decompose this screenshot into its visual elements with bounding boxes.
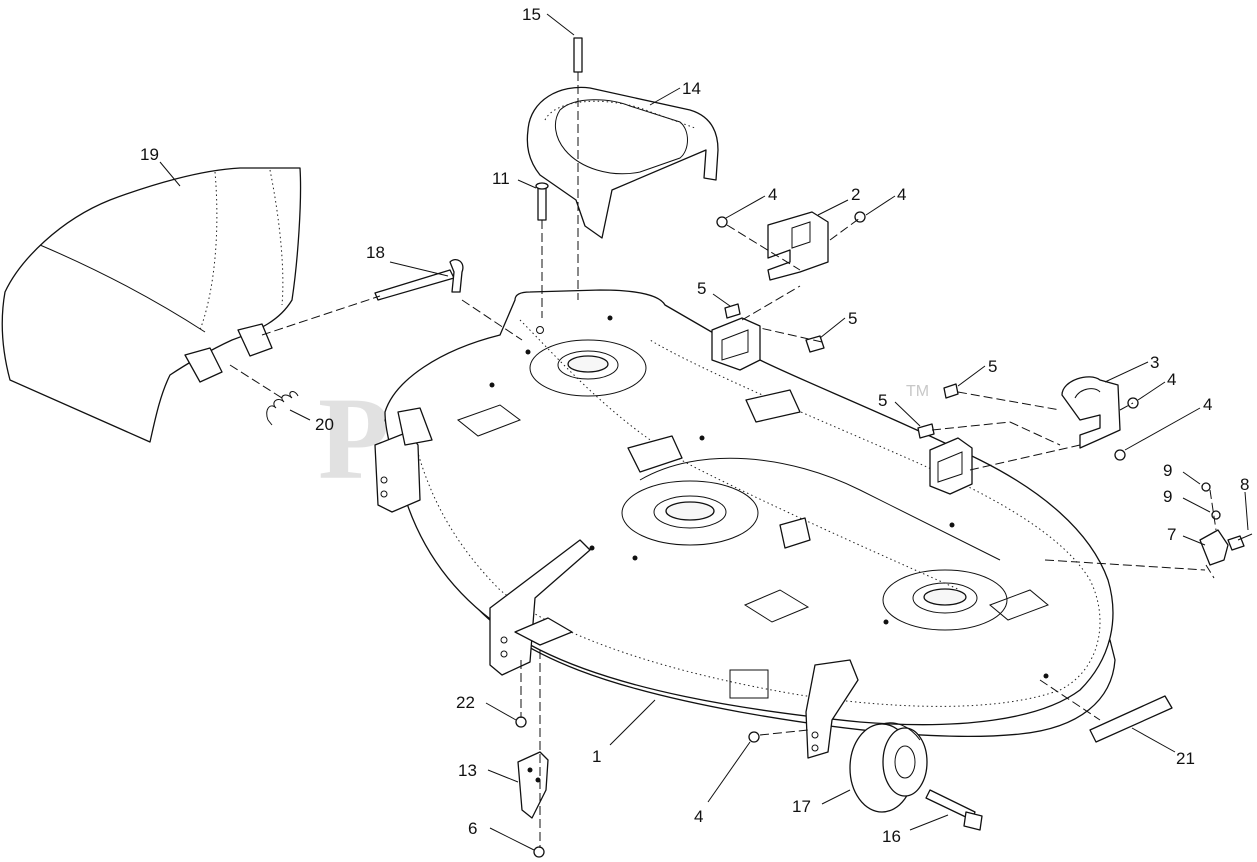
bracket-7 (1199, 529, 1253, 566)
callout-4-top-right: 4 (897, 185, 906, 204)
front-left-hanger (489, 539, 591, 676)
wheel-17 (849, 722, 928, 813)
discharge-chute-19 (1, 167, 302, 443)
callout-21: 21 (1176, 749, 1195, 768)
callout-11: 11 (492, 169, 510, 188)
callout-4-bottom: 4 (694, 807, 703, 826)
watermark-trademark: TM (906, 383, 929, 400)
bracket-13 (517, 751, 549, 819)
callout-22: 22 (456, 693, 475, 712)
callout-14: 14 (682, 79, 701, 98)
callout-4-top-left: 4 (768, 185, 777, 204)
callout-2: 2 (851, 185, 860, 204)
callout-1: 1 (592, 747, 601, 766)
deck-bracket-upper (711, 317, 761, 371)
spring-20 (266, 391, 299, 426)
callout-4-right: 4 (1203, 395, 1212, 414)
callout-5-mid-left: 5 (878, 391, 887, 410)
callout-7: 7 (1167, 525, 1176, 544)
deck-bracket-lower (929, 437, 973, 495)
bracket-2 (767, 211, 829, 281)
callout-18: 18 (366, 243, 385, 262)
assembly-lines (229, 72, 1217, 848)
callout-17: 17 (792, 797, 811, 816)
callout-16: 16 (882, 827, 901, 846)
hardware (515, 37, 1221, 858)
callout-6: 6 (468, 819, 477, 838)
callout-3: 3 (1150, 353, 1159, 372)
belt-cover-14 (526, 86, 719, 239)
decal-21 (1089, 695, 1173, 743)
leader-lines (159, 13, 1249, 851)
callout-5-mid-right: 5 (988, 357, 997, 376)
rear-left-hanger (374, 407, 433, 513)
callout-8: 8 (1240, 475, 1249, 494)
callout-4-mid: 4 (1167, 370, 1176, 389)
callout-labels: 15 14 19 11 4 2 4 18 5 5 3 5 4 5 4 20 9 … (140, 5, 1249, 846)
front-right-hanger (805, 659, 859, 759)
callout-9-upper: 9 (1163, 461, 1172, 480)
pivot-rod-18 (374, 258, 464, 301)
bracket-3 (1061, 376, 1121, 449)
bolt-16 (925, 789, 983, 831)
callout-19: 19 (140, 145, 159, 164)
callout-5-upper-right: 5 (848, 309, 857, 328)
callout-20: 20 (315, 415, 334, 434)
callout-13: 13 (458, 761, 477, 780)
callout-5-upper-left: 5 (697, 279, 706, 298)
callout-15: 15 (522, 5, 541, 24)
callout-9-lower: 9 (1163, 487, 1172, 506)
